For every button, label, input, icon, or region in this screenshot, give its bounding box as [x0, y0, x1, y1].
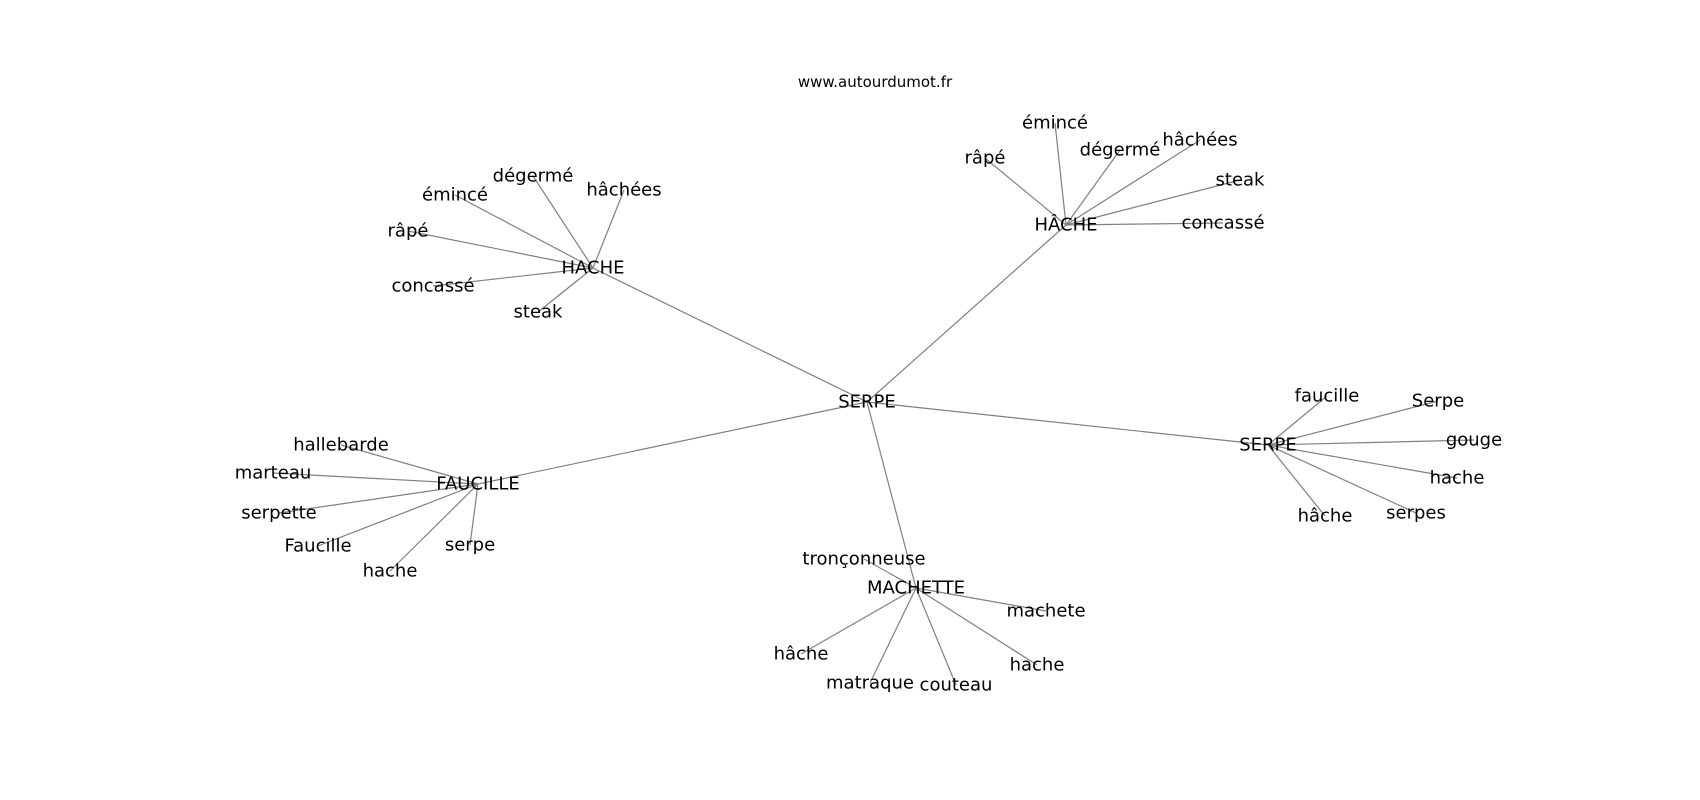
edge-machette-matraque: [869, 587, 917, 684]
source-url-label: www.autourdumot.fr: [798, 73, 953, 91]
edge-serpe-gouge: [1267, 439, 1475, 446]
leaf-node-serpe-hache: hâche: [1298, 506, 1353, 527]
edge-hache-steak: [537, 267, 594, 313]
leaf-node-hache-steak: steak: [514, 302, 564, 323]
leaf-node-faucille-hallebarde: hallebarde: [293, 435, 389, 456]
edge-machette-hache: [915, 587, 1038, 666]
hub-node-machette: MACHETTE: [867, 578, 965, 599]
edge-hache-hachees: [592, 189, 625, 269]
hub-node-faucille: FAUCILLE: [436, 474, 520, 495]
leaf-node-machette-machete: machete: [1006, 601, 1085, 622]
hub-node-hache: HACHE: [561, 258, 624, 279]
edge-hache-degerme: [532, 175, 594, 269]
leaf-node-hache-emince: émincé: [422, 185, 488, 206]
leaf-node-machette-couteau: couteau: [920, 675, 993, 696]
edge-hache-circumflex-concasse: [1065, 222, 1224, 226]
leaf-node-hache-circumflex-emince: émincé: [1022, 113, 1088, 134]
leaf-node-hache-circumflex-degerme: dégermé: [1080, 140, 1161, 161]
edge-serpe-hache: [1267, 444, 1326, 517]
leaf-node-faucille-faucille: Faucille: [284, 536, 351, 557]
hub-node-hache-circumflex: HÂCHE: [1034, 214, 1097, 236]
edge-faucille-faucille: [317, 483, 479, 547]
leaf-node-serpe-gouge: gouge: [1446, 430, 1502, 451]
edge-faucille-hache: [389, 483, 479, 572]
edge-root-faucille: [477, 401, 868, 485]
leaf-node-machette-hache: hâche: [774, 644, 829, 665]
graph-edges: [272, 122, 1475, 686]
leaf-node-faucille-serpette: serpette: [241, 503, 317, 524]
hub-node-serpe: SERPE: [1239, 435, 1297, 456]
edge-serpe-serpe: [1267, 400, 1439, 446]
edge-machette-hache: [800, 587, 917, 655]
edge-hache-emince: [454, 194, 594, 269]
leaf-node-faucille-marteau: marteau: [235, 463, 312, 484]
leaf-node-hache-circumflex-steak: steak: [1216, 170, 1266, 191]
leaf-node-hache-circumflex-hachees: hâchées: [1162, 130, 1237, 151]
edge-faucille-serpe: [469, 483, 479, 546]
leaf-node-hache-circumflex-concasse: concassé: [1181, 213, 1264, 234]
leaf-node-serpe-serpe: Serpe: [1412, 391, 1464, 412]
leaf-node-faucille-serpe: serpe: [445, 535, 495, 556]
edge-hache-circumflex-degerme: [1065, 149, 1121, 226]
edge-hache-concasse: [432, 267, 594, 287]
leaf-node-serpe-serpes: serpes: [1386, 503, 1446, 524]
leaf-node-hache-rape: râpé: [388, 221, 429, 242]
leaf-node-hache-degerme: dégermé: [493, 166, 574, 187]
edge-serpe-hache: [1267, 444, 1458, 479]
edge-machette-machete: [915, 587, 1047, 612]
leaf-node-machette-tronconneuse: tronçonneuse: [802, 549, 925, 570]
edge-hache-circumflex-steak: [1065, 179, 1241, 226]
edge-faucille-hallebarde: [340, 444, 479, 485]
leaf-node-hache-hachees: hâchées: [586, 180, 661, 201]
edge-machette-couteau: [915, 587, 957, 686]
leaf-node-hache-circumflex-rape: râpé: [965, 148, 1006, 169]
edge-serpe-serpes: [1267, 444, 1417, 514]
edge-root-hache-circumflex: [866, 224, 1067, 403]
leaf-node-hache-concasse: concassé: [391, 276, 474, 297]
edge-hache-circumflex-hachees: [1065, 139, 1201, 226]
edge-root-hache: [592, 267, 868, 403]
edge-root-serpe: [866, 401, 1269, 446]
edge-machette-tronconneuse: [863, 558, 917, 589]
edge-root-machette: [866, 401, 917, 589]
edge-hache-rape: [407, 230, 594, 269]
root-node-label: SERPE: [838, 392, 896, 413]
edge-hache-circumflex-rape: [984, 157, 1067, 226]
leaf-node-serpe-faucille: faucille: [1295, 386, 1360, 407]
leaf-node-faucille-hache: hache: [363, 561, 418, 582]
leaf-node-machette-matraque: matraque: [826, 673, 914, 694]
graph-labels: www.autourdumot.fr SERPEHACHEdégerméhâch…: [235, 73, 1502, 696]
edge-faucille-serpette: [278, 483, 479, 514]
leaf-node-machette-hache: hache: [1010, 655, 1065, 676]
edge-faucille-marteau: [272, 472, 479, 485]
edge-serpe-faucille: [1267, 395, 1328, 446]
edge-hache-circumflex-emince: [1054, 122, 1067, 226]
leaf-node-serpe-hache: hache: [1430, 468, 1485, 489]
